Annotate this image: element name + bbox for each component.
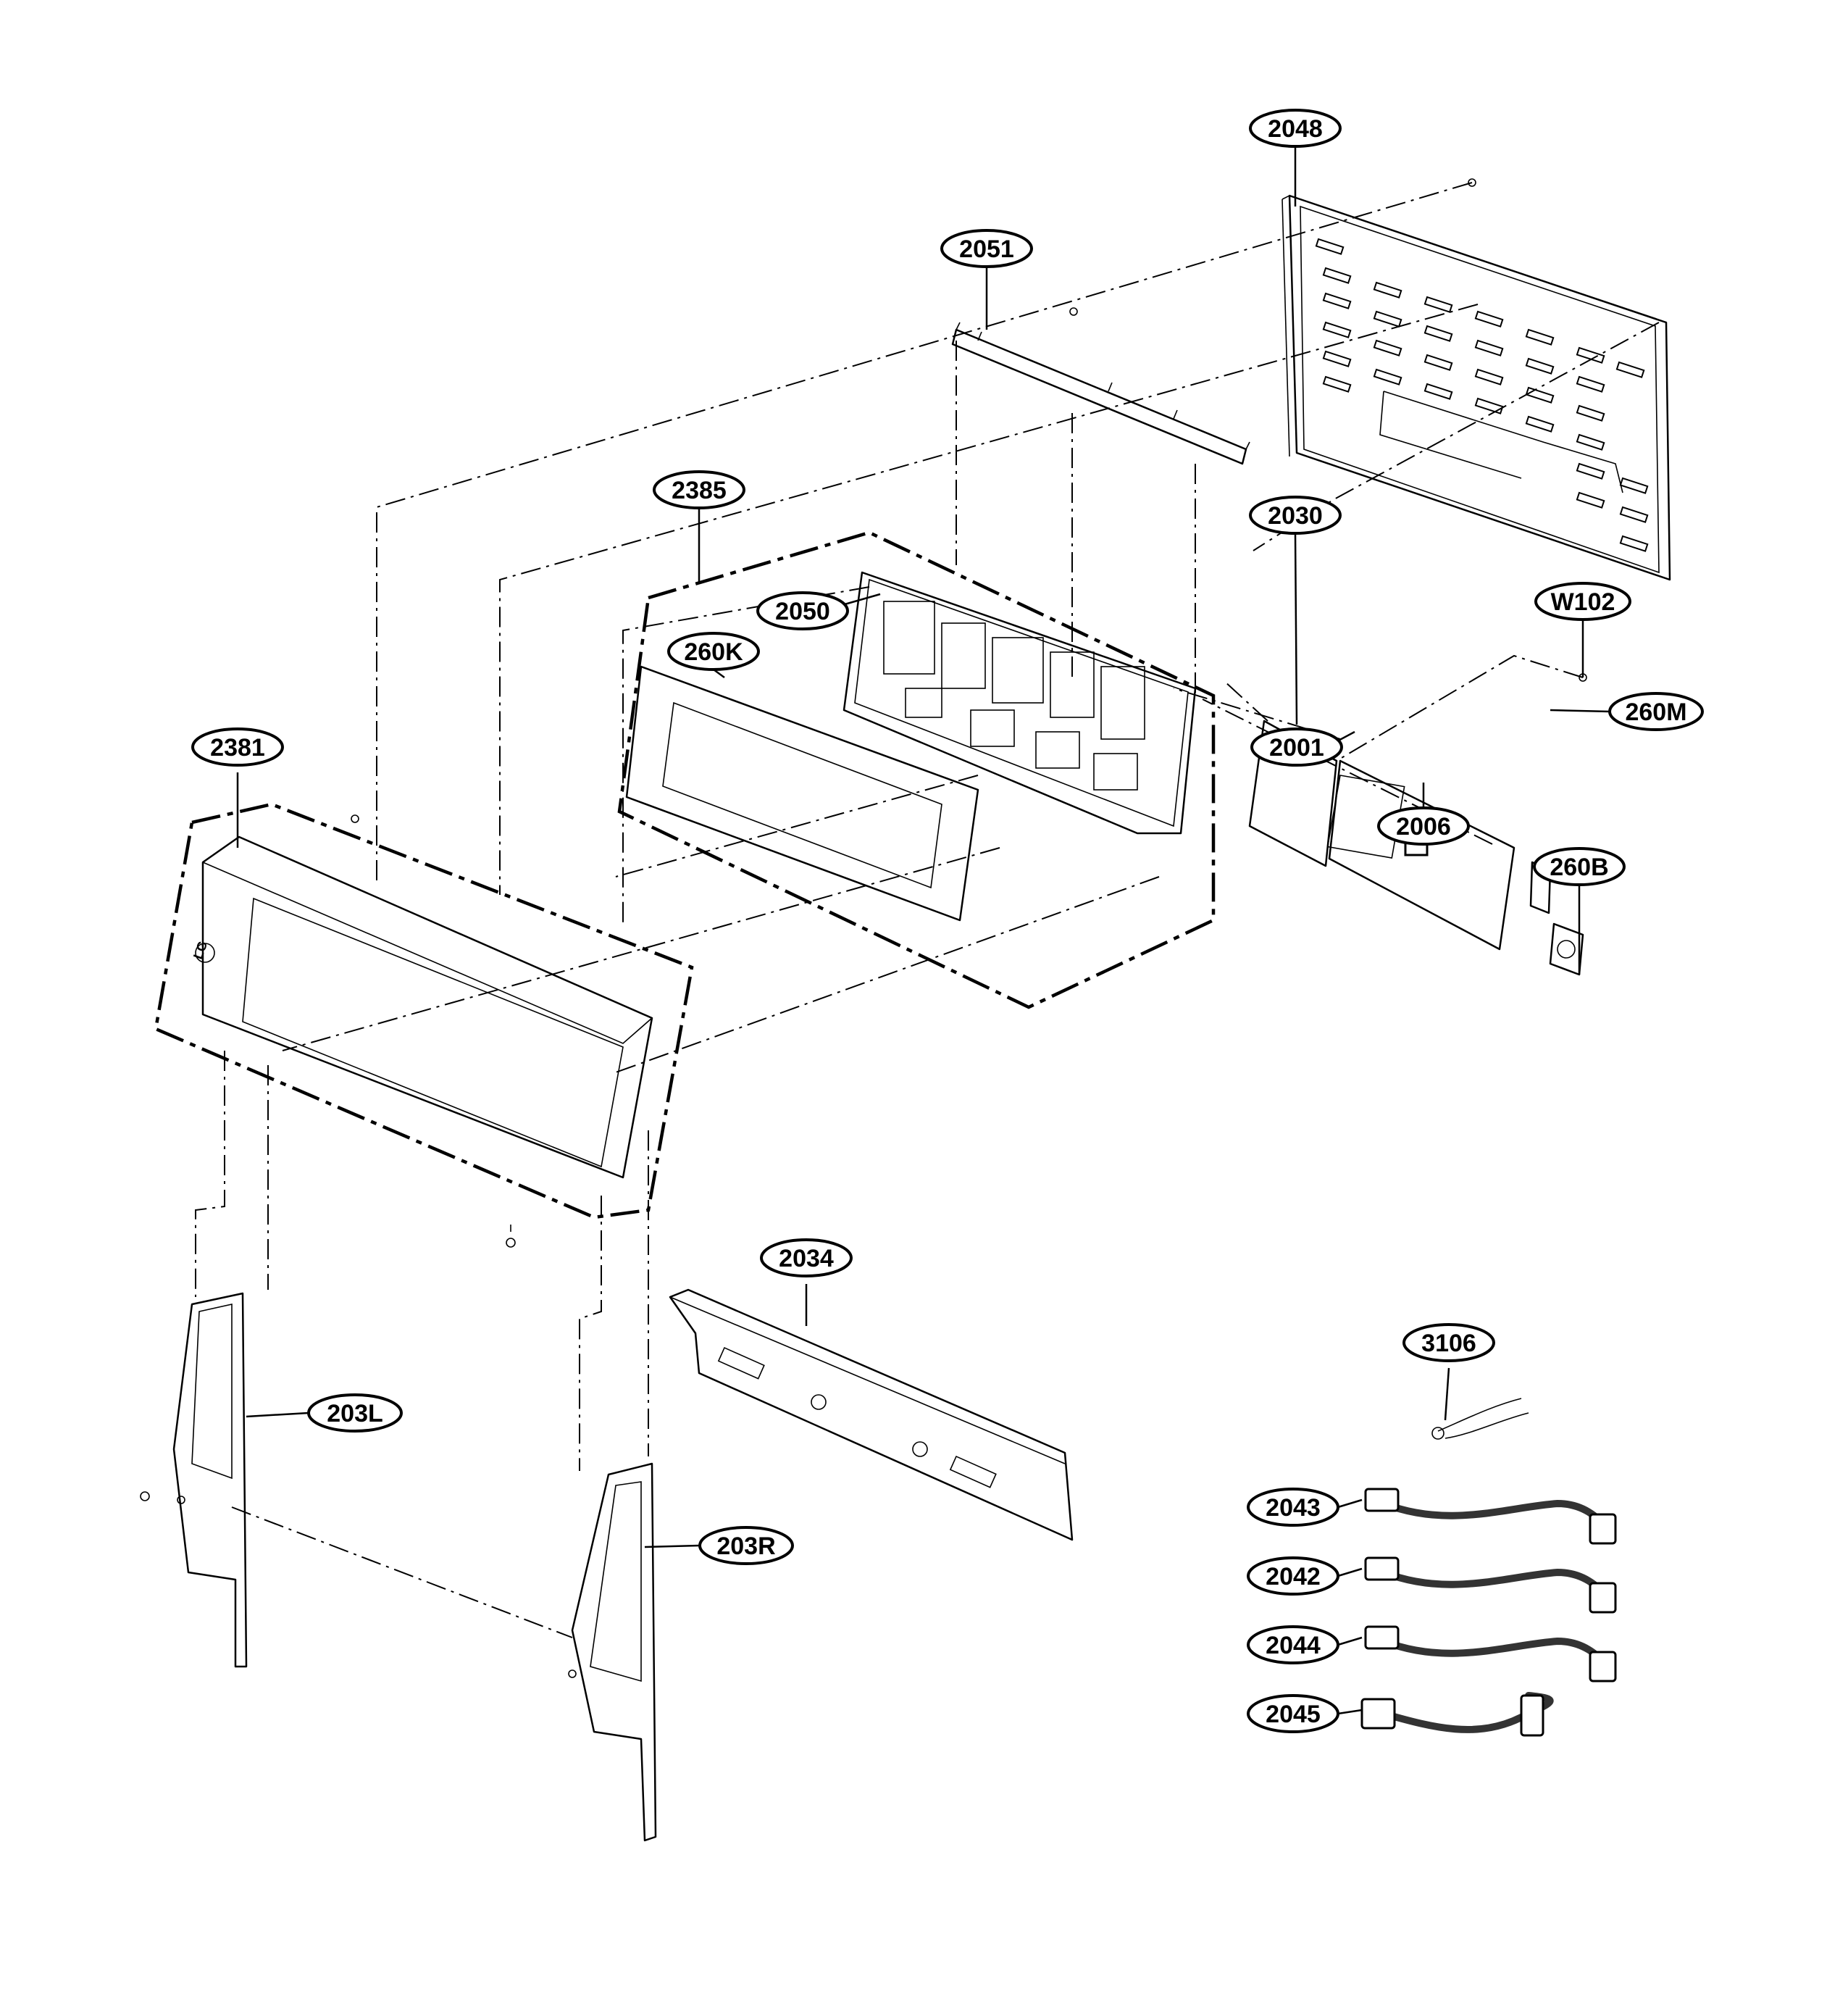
label-2001: 2001: [1250, 727, 1343, 767]
label-3106: 3106: [1402, 1323, 1495, 1362]
control-panel-2381: LG: [191, 835, 653, 1179]
svg-text:2048: 2048: [1268, 115, 1323, 143]
svg-text:2043: 2043: [1266, 1494, 1321, 1522]
svg-text:203L: 203L: [327, 1400, 383, 1427]
label-2050: 2050: [756, 591, 849, 630]
svg-text:260B: 260B: [1550, 854, 1608, 881]
assembly-guide-lines: [195, 182, 1660, 1638]
label-2048: 2048: [1249, 109, 1342, 148]
svg-text:2045: 2045: [1266, 1701, 1321, 1728]
svg-text:W102: W102: [1551, 588, 1615, 616]
label-2381: 2381: [191, 727, 284, 767]
pcb-board-2006: [1326, 759, 1515, 951]
label-2030: 2030: [1249, 496, 1342, 535]
svg-text:260K: 260K: [684, 638, 743, 666]
side-bracket-203L: [172, 1292, 248, 1668]
wire-harness-2045: [1360, 1692, 1554, 1737]
label-2034: 2034: [760, 1238, 853, 1277]
control-housing-2050: [843, 571, 1197, 835]
brand-logo: LG: [191, 939, 210, 961]
svg-text:203R: 203R: [716, 1533, 775, 1560]
wire-harness-2043: [1364, 1488, 1617, 1545]
label-2044: 2044: [1247, 1625, 1339, 1664]
label-260K: 260K: [667, 632, 760, 671]
side-bracket-203R: [571, 1462, 657, 1842]
label-203L: 203L: [307, 1393, 403, 1433]
svg-text:2051: 2051: [959, 235, 1014, 263]
svg-text:2381: 2381: [210, 734, 265, 762]
wire-harness-2044: [1364, 1625, 1617, 1682]
svg-text:2044: 2044: [1266, 1632, 1321, 1659]
label-2045: 2045: [1247, 1694, 1339, 1733]
bracket-2051: [951, 322, 1250, 465]
label-2385: 2385: [653, 470, 745, 509]
label-2043: 2043: [1247, 1488, 1339, 1527]
svg-text:2006: 2006: [1396, 813, 1451, 841]
svg-text:2385: 2385: [672, 477, 727, 504]
label-2006: 2006: [1377, 806, 1470, 846]
label-2042: 2042: [1247, 1556, 1339, 1596]
display-window-260K: [625, 665, 979, 922]
part-labels: 2048 2051 2385 2030 2050 W102 260K 260M: [191, 109, 1704, 1733]
harness-3106: [1431, 1398, 1529, 1440]
panel-vent-slots: [1315, 238, 1649, 552]
frame-2034: [669, 1288, 1074, 1541]
leader-lines: [236, 146, 1610, 1715]
svg-text:2050: 2050: [775, 598, 830, 625]
label-260B: 260B: [1533, 847, 1626, 886]
svg-text:3106: 3106: [1421, 1330, 1476, 1357]
label-2051: 2051: [940, 229, 1033, 268]
rear-panel-2048: [1282, 194, 1671, 581]
label-203R: 203R: [698, 1526, 794, 1565]
screw-icon: [140, 178, 1587, 1678]
wire-harness-2042: [1364, 1556, 1617, 1614]
svg-text:260M: 260M: [1625, 699, 1686, 726]
part-260B: [1549, 922, 1584, 976]
svg-text:2034: 2034: [779, 1245, 834, 1272]
svg-text:2030: 2030: [1268, 502, 1323, 530]
label-260M: 260M: [1608, 692, 1704, 731]
svg-text:2001: 2001: [1269, 734, 1324, 762]
svg-text:2042: 2042: [1266, 1563, 1321, 1590]
assembly-2385-outline: [617, 530, 1216, 1009]
label-W102: W102: [1534, 582, 1631, 621]
